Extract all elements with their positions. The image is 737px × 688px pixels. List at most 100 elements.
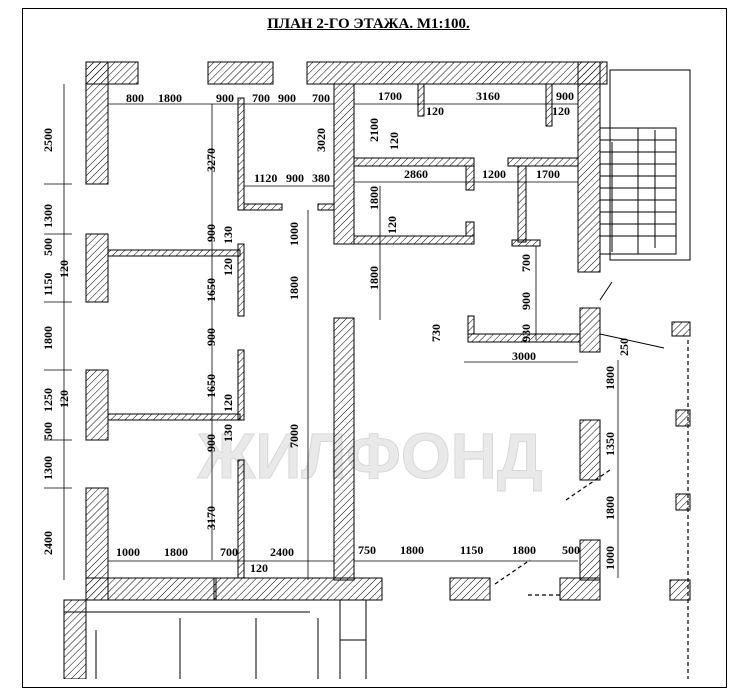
partition-v2 — [237, 243, 245, 317]
wall-mid-v — [467, 315, 475, 335]
lower-structure — [63, 281, 691, 679]
dim-c-130b: 130 — [221, 424, 235, 442]
dim-v-3270: 3270 — [204, 148, 218, 172]
dimension-lines — [44, 84, 619, 580]
wall-left-1 — [85, 61, 109, 185]
wall-right-1 — [577, 61, 601, 273]
dim-l-1300b: 1300 — [41, 456, 55, 480]
dim-top-left-4: 700 — [252, 91, 270, 105]
wall-right-3 — [579, 419, 601, 481]
dim-l-1800: 1800 — [41, 326, 55, 350]
dim-small-2: 120 — [552, 104, 570, 118]
dimension-labels: 800 1800 900 700 900 700 1700 3160 900 1… — [41, 89, 631, 575]
dim-v-120a: 120 — [387, 132, 401, 150]
dim-c-900b: 900 — [204, 328, 218, 346]
partition-v4 — [237, 459, 245, 579]
dim-c-1650a: 1650 — [204, 278, 218, 302]
partition-h3 — [243, 203, 283, 211]
plan-title: ПЛАН 2-ГО ЭТАЖА. М1:100. — [267, 16, 470, 32]
wall-small-1 — [545, 83, 553, 127]
dim-l-1150: 1150 — [41, 273, 55, 296]
dim-ro-1000: 1000 — [603, 546, 617, 570]
dim-c-900a: 900 — [204, 224, 218, 242]
wall-right-h — [507, 157, 579, 167]
dim-r-730: 730 — [429, 324, 443, 342]
dim-b-2400: 2400 — [270, 545, 294, 559]
dim-top-right-1: 1700 — [378, 89, 402, 103]
wall-small-2 — [417, 83, 425, 117]
watermark-text: ЖИЛФОНД — [197, 420, 543, 492]
dim-mid-right-2: 1200 — [482, 167, 506, 181]
wall-upper-h — [353, 157, 475, 167]
dim-r-700: 700 — [519, 254, 533, 272]
partition-1 — [107, 249, 241, 257]
dim-l-500b: 500 — [41, 422, 55, 440]
dim-b-120: 120 — [250, 561, 268, 575]
wall-right-4 — [579, 539, 601, 581]
dim-v-2100: 2100 — [367, 118, 381, 142]
dim-l-1250: 1250 — [41, 388, 55, 412]
wall-bottom-1 — [85, 577, 217, 601]
dim-v-120b: 120 — [385, 216, 399, 234]
wall-right-foot — [511, 239, 541, 247]
dim-mid-1: 1120 — [254, 171, 277, 185]
wall-bottom-4 — [559, 577, 601, 601]
partition-v3 — [237, 349, 245, 421]
wall-top-2 — [207, 61, 274, 85]
dim-top-left-5: 900 — [278, 91, 296, 105]
partition-2 — [107, 413, 241, 421]
wall-upper-h2 — [353, 235, 475, 245]
dim-top-left-2: 1800 — [158, 91, 182, 105]
dim-top-right-2: 3160 — [476, 89, 500, 103]
dim-top-right-3: 900 — [556, 89, 574, 103]
dim-c-1800a: 1800 — [287, 276, 301, 300]
dim-top-left-1: 800 — [126, 91, 144, 105]
wall-bottom-2 — [213, 577, 383, 601]
dim-ro-1800b: 1800 — [603, 496, 617, 520]
dim-ro-1800a: 1800 — [603, 366, 617, 390]
dim-mid-right-3: 1700 — [536, 167, 560, 181]
dim-b-750: 750 — [358, 543, 376, 557]
wall-upper-v — [465, 165, 475, 191]
dim-b-1800a: 1800 — [164, 545, 188, 559]
dim-l-2400: 2400 — [41, 531, 55, 555]
dim-c-120b: 120 — [221, 394, 235, 412]
wall-right-v — [517, 165, 527, 243]
dim-c-900c: 900 — [204, 434, 218, 452]
dim-v-1800a: 1800 — [367, 186, 381, 210]
dim-r-3000: 3000 — [512, 349, 536, 363]
dim-ro-250: 250 — [617, 338, 631, 356]
wall-bottom-3 — [449, 577, 491, 601]
wall-upper-center — [333, 83, 355, 245]
dim-l-500a: 500 — [41, 238, 55, 256]
dim-r-900: 900 — [519, 292, 533, 310]
partition-v1 — [237, 97, 245, 211]
wall-central — [333, 317, 355, 581]
dim-v-3020: 3020 — [314, 128, 328, 152]
dim-c-120a: 120 — [221, 258, 235, 276]
dim-top-left-6: 700 — [312, 91, 330, 105]
dim-l-2500: 2500 — [41, 128, 55, 152]
dim-r-930: 930 — [519, 324, 533, 342]
walls — [85, 61, 608, 601]
dim-c-1000: 1000 — [287, 222, 301, 246]
dashed-lines — [494, 340, 689, 679]
dim-b-500: 500 — [562, 543, 580, 557]
dim-small-1: 120 — [426, 104, 444, 118]
wall-upper-v2 — [465, 221, 475, 237]
dim-l-120b: 120 — [57, 390, 71, 408]
dim-b-700: 700 — [220, 545, 238, 559]
wall-left-2 — [85, 233, 109, 303]
dim-mid-right-1: 2860 — [404, 167, 428, 181]
staircase — [599, 69, 691, 261]
dim-c-1800b: 1800 — [367, 266, 381, 290]
dim-c-130a: 130 — [221, 226, 235, 244]
dim-top-left-3: 900 — [216, 91, 234, 105]
dim-b-1150: 1150 — [460, 543, 483, 557]
dim-c-3170: 3170 — [204, 506, 218, 530]
wall-left-3 — [85, 369, 109, 441]
dim-c-1650b: 1650 — [204, 374, 218, 398]
wall-top-3 — [306, 61, 608, 85]
dim-mid-2: 900 — [286, 171, 304, 185]
